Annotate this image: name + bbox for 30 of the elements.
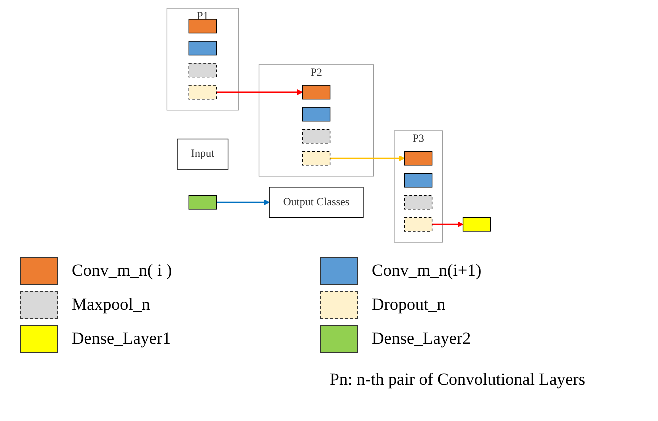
legend-text: Conv_m_n( i ) xyxy=(72,261,172,281)
cluster: P1 xyxy=(166,8,239,110)
node-box xyxy=(188,62,217,78)
node-box xyxy=(404,150,433,166)
arrow xyxy=(432,221,464,228)
cluster: P3 xyxy=(394,130,443,242)
node-box xyxy=(188,18,217,34)
node-box xyxy=(302,84,331,100)
node-box xyxy=(404,172,433,188)
node-box xyxy=(188,84,217,100)
arrow xyxy=(216,199,270,206)
node-box xyxy=(188,194,217,210)
node-box xyxy=(302,106,331,122)
node-box xyxy=(404,194,433,210)
node-box xyxy=(462,216,492,232)
node-box xyxy=(188,40,217,56)
legend-text: Dropout_n xyxy=(372,295,446,315)
legend-text: Dense_Layer2 xyxy=(372,329,472,349)
node-box: Input xyxy=(177,138,229,170)
legend-text: Conv_m_n(i+1) xyxy=(372,261,482,281)
legend-text: Dense_Layer1 xyxy=(72,329,172,349)
node-box: Output Classes xyxy=(269,186,364,218)
arrow xyxy=(330,155,406,162)
node-box xyxy=(404,216,433,232)
arrow xyxy=(216,88,304,95)
node-box xyxy=(302,150,331,166)
legend-text: Maxpool_n xyxy=(72,295,150,315)
note-text: Pn: n-th pair of Convolutional Layers xyxy=(330,370,586,390)
cluster: P2 xyxy=(258,64,374,176)
node-box xyxy=(302,128,331,144)
